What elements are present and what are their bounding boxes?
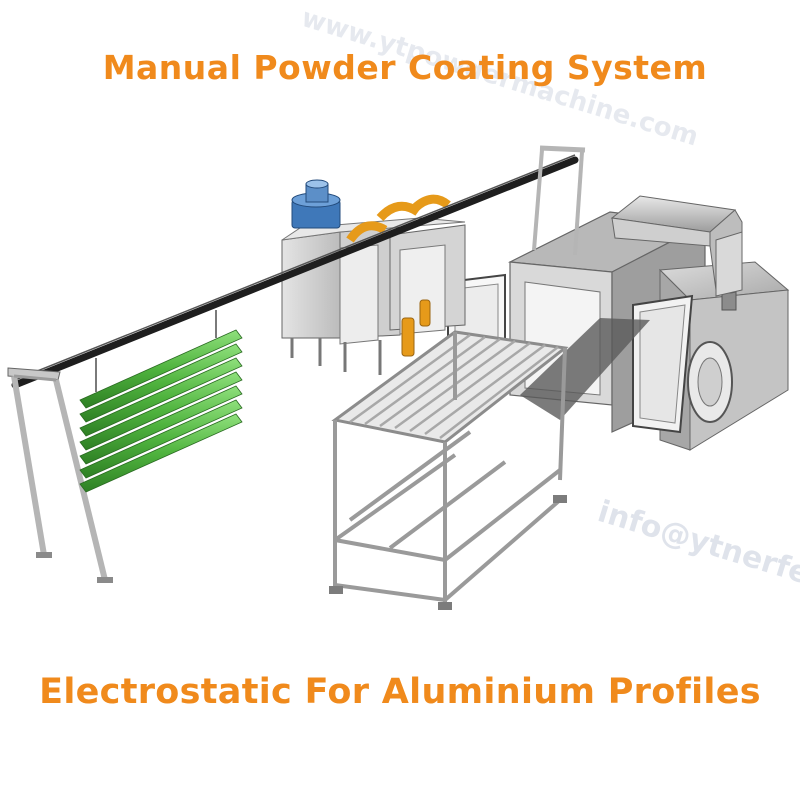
page-subtitle: Electrostatic For Aluminium Profiles [39,672,761,712]
exhaust-duct [610,195,743,297]
overhead-rail [11,154,579,389]
watermark-email: info@ytnerfe [594,494,800,592]
profile-hooks [95,310,217,392]
transfer-rack [329,330,569,610]
spray-gun-arms [346,194,451,357]
oven-conveyor-belt [520,318,650,420]
page-title: Manual Powder Coating System [102,48,708,87]
aluminium-profiles [79,329,243,493]
rail-support-front [7,367,113,583]
rail-support-rear [532,145,586,256]
fan-motor-icon [291,179,341,229]
